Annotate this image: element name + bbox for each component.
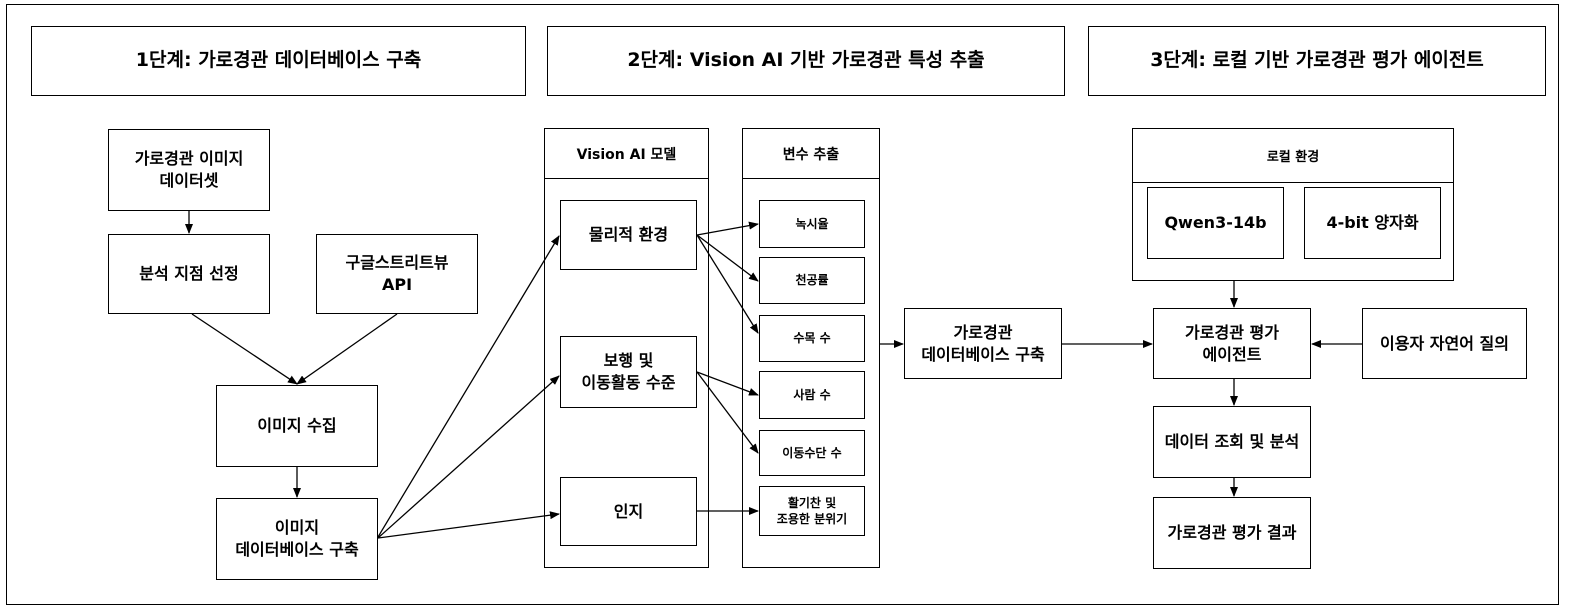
diagram-frame xyxy=(6,4,1559,605)
vision-ai-title: Vision AI 모델 xyxy=(545,129,708,179)
variable-item-people: 사람 수 xyxy=(759,371,865,419)
streetview-api-node: 구글스트리트뷰 API xyxy=(316,234,478,314)
vision-item-perception: 인지 xyxy=(560,477,697,546)
quantization-node: 4-bit 양자화 xyxy=(1304,187,1441,259)
user-query-node: 이용자 자연어 질의 xyxy=(1362,308,1527,379)
variable-panel-title: 변수 추출 xyxy=(743,129,879,179)
site-selection-node: 분석 지점 선정 xyxy=(108,234,270,314)
variable-item-green: 녹시율 xyxy=(759,200,865,248)
variable-panel: 변수 추출 xyxy=(742,128,880,568)
stage2-header: 2단계: Vision AI 기반 가로경관 특성 추출 xyxy=(547,26,1065,96)
variable-item-vehicles: 이동수단 수 xyxy=(759,430,865,476)
streetscape-db-node: 가로경관 데이터베이스 구축 xyxy=(904,308,1062,379)
stage3-header: 3단계: 로컬 기반 가로경관 평가 에이전트 xyxy=(1088,26,1546,96)
local-env-title: 로컬 환경 xyxy=(1133,129,1453,183)
local-env-panel: 로컬 환경 xyxy=(1132,128,1454,281)
variable-item-sky: 천공률 xyxy=(759,257,865,304)
variable-item-atmosphere: 활기찬 및 조용한 분위기 xyxy=(759,486,865,536)
image-collection-node: 이미지 수집 xyxy=(216,385,378,467)
result-node: 가로경관 평가 결과 xyxy=(1153,497,1311,569)
variable-item-trees: 수목 수 xyxy=(759,315,865,362)
agent-node: 가로경관 평가 에이전트 xyxy=(1153,308,1311,379)
dataset-node: 가로경관 이미지 데이터셋 xyxy=(108,129,270,211)
model-node: Qwen3-14b xyxy=(1147,187,1284,259)
stage1-header: 1단계: 가로경관 데이터베이스 구축 xyxy=(31,26,526,96)
data-query-node: 데이터 조회 및 분석 xyxy=(1153,406,1311,478)
vision-item-pedestrian: 보행 및 이동활동 수준 xyxy=(560,336,697,408)
image-db-node: 이미지 데이터베이스 구축 xyxy=(216,498,378,580)
vision-item-physical: 물리적 환경 xyxy=(560,200,697,270)
